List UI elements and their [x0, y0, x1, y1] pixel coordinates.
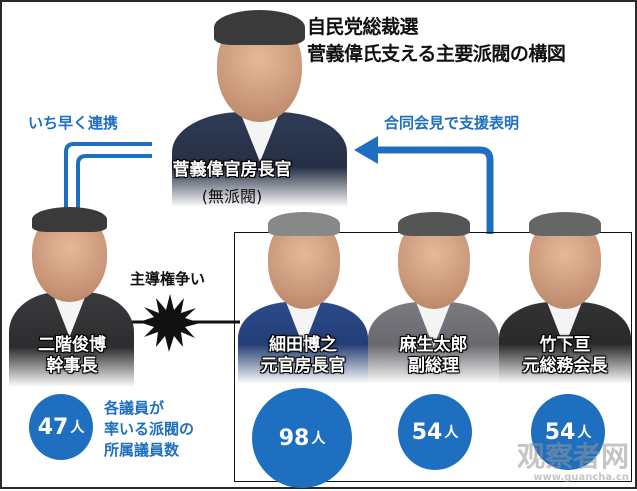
takeshita-photo	[499, 212, 631, 384]
count-value: 98	[278, 425, 310, 451]
suga-faction: (無派閥)	[201, 187, 263, 206]
count-legend: 各議員が 率いる派閥の 所属議員数	[104, 398, 194, 461]
suga-name: 菅義偉官房長官	[172, 160, 292, 180]
support-arrowhead	[354, 136, 378, 164]
conflict-starburst	[139, 294, 200, 352]
alliance-label: いち早く連携	[28, 114, 119, 132]
aso-title: 副総理	[408, 356, 459, 376]
aso-name: 麻生太郎	[399, 335, 468, 355]
count-value: 47	[37, 414, 69, 440]
count-unit: 人	[70, 420, 85, 436]
watermark-url: www.guancha.cn	[533, 472, 629, 483]
aso-photo	[368, 212, 499, 384]
suga-photo	[152, 2, 367, 207]
watermark-text: 观察者网	[516, 440, 629, 473]
legend-line-2: 率いる派閥の	[104, 420, 195, 438]
alliance-line-outer	[64, 142, 152, 234]
count-value: 54	[411, 419, 443, 445]
support-arrow-line	[374, 146, 494, 234]
page-title: 自民党総裁選 菅義偉氏支える主要派閥の構図	[307, 14, 566, 68]
takeshita-name: 竹下亘	[539, 335, 591, 355]
support-label: 合同会見で支援表明	[384, 114, 520, 132]
count-unit: 人	[577, 425, 592, 441]
conflict-label: 主導権争い	[130, 270, 206, 288]
count-value: 54	[544, 419, 576, 445]
nikai-name: 二階俊博	[38, 335, 106, 355]
nikai-title: 幹事長	[46, 356, 98, 376]
title-line-2: 菅義偉氏支える主要派閥の構図	[307, 43, 566, 65]
hosoda-photo	[238, 212, 368, 384]
alliance-line-inner	[76, 154, 152, 234]
count-unit: 人	[444, 425, 459, 441]
title-line-1: 自民党総裁選	[307, 16, 419, 38]
legend-line-3: 所属議員数	[104, 441, 180, 459]
legend-line-1: 各議員が	[104, 399, 165, 417]
hosoda-name: 細田博之	[269, 335, 337, 355]
count-unit: 人	[311, 431, 326, 447]
takeshita-title: 元総務会長	[522, 356, 608, 376]
watermark: 观察者网 www.guancha.cn	[516, 440, 629, 484]
hosoda-title: 元官房長官	[260, 356, 346, 376]
nikai-photo	[4, 207, 139, 387]
